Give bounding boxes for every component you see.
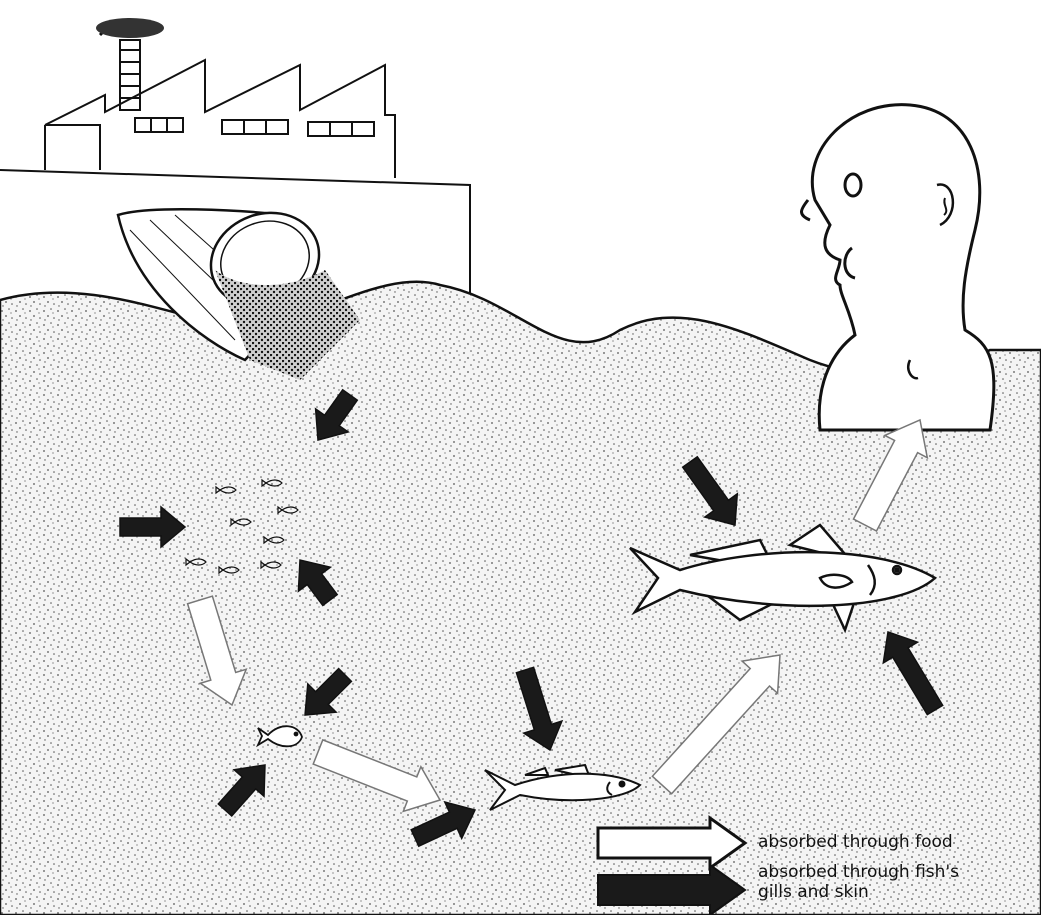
legend-food-label: absorbed through food <box>758 832 953 852</box>
legend-gills-label: absorbed through fish's gills and skin <box>758 862 959 902</box>
person-icon <box>802 105 994 430</box>
